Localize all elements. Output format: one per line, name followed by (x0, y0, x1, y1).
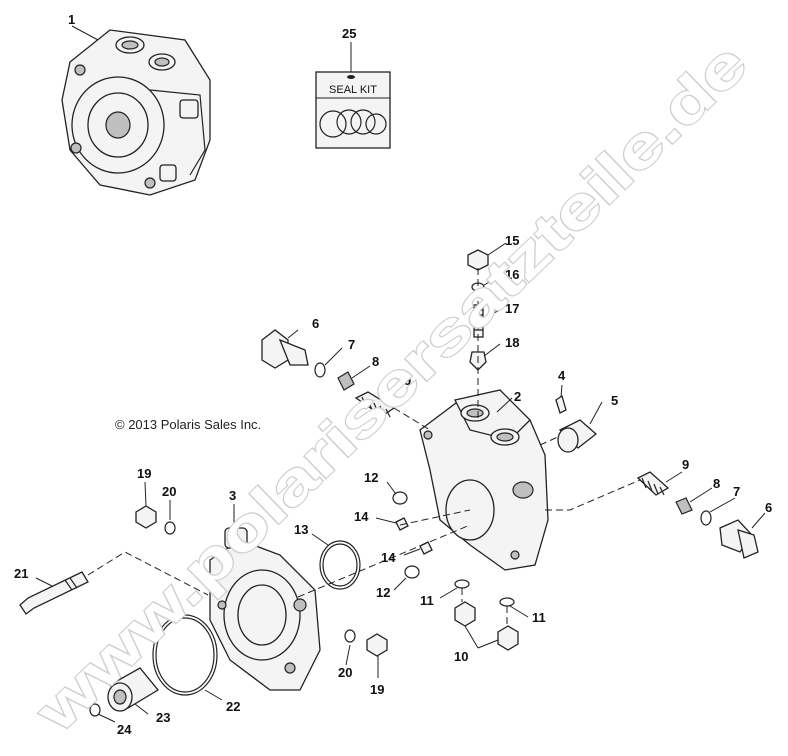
callout-23: 23 (156, 710, 170, 725)
callout-3: 3 (229, 488, 236, 503)
callout-9-left: 9 (404, 373, 411, 388)
pump-housing-illustration (419, 389, 549, 571)
copyright-notice: © 2013 Polaris Sales Inc. (115, 417, 261, 432)
callout-20-left: 20 (162, 484, 176, 499)
callout-1: 1 (68, 12, 75, 27)
plug-19-right (366, 633, 388, 657)
o-ring-7-right (700, 510, 712, 526)
callout-17: 17 (505, 301, 519, 316)
callout-19-right: 19 (370, 682, 384, 697)
bolt-21 (19, 571, 89, 615)
callout-22: 22 (226, 699, 240, 714)
callout-24: 24 (117, 722, 132, 737)
seal-kit: SEAL KIT (315, 42, 391, 149)
fitting-6-right (719, 519, 759, 559)
assembly-line-plugs-10 (461, 588, 508, 628)
callout-10: 10 (454, 649, 468, 664)
o-ring-12-upper (392, 491, 408, 505)
assembly-line-center (297, 524, 471, 598)
leader-line-left-valve (393, 407, 431, 431)
plugs-10 (454, 601, 519, 651)
callout-6-left: 6 (312, 316, 319, 331)
callout-21: 21 (14, 566, 28, 581)
plug-19-left (135, 505, 157, 529)
sleeve-23 (107, 667, 159, 712)
callout-8-right: 8 (713, 476, 720, 491)
seat-8-right (675, 497, 693, 515)
o-ring-11-right (499, 597, 515, 607)
assembly-line-dowels (399, 509, 471, 526)
callout-6-right: 6 (765, 500, 772, 515)
assembly-line-bolt (87, 551, 209, 596)
seat-8-left (337, 371, 355, 391)
pump-cover-illustration (209, 527, 321, 691)
callout-11-left: 11 (420, 593, 434, 608)
pin-4 (555, 394, 567, 414)
callout-9-right: 9 (682, 457, 689, 472)
o-ring-22 (152, 614, 218, 696)
callout-labels: 1 2 3 4 5 6 6 7 7 8 8 9 9 10 11 11 12 12… (14, 12, 772, 737)
ring-24 (89, 703, 101, 717)
seal-kit-label: SEAL KIT (329, 84, 377, 96)
callout-11-right: 11 (532, 610, 546, 625)
o-ring-20-left (164, 521, 176, 535)
o-ring-13-inner (322, 543, 358, 587)
callout-15: 15 (505, 233, 519, 248)
callout-7-right: 7 (733, 484, 740, 499)
callout-16: 16 (505, 267, 519, 282)
fitting-6-left (261, 329, 309, 369)
callout-4: 4 (558, 368, 566, 383)
o-ring-20-right (344, 629, 356, 643)
spring-9-right (636, 471, 670, 496)
leader-line-bearing (539, 435, 561, 446)
o-ring-11-left (454, 579, 470, 589)
callout-20-right: 20 (338, 665, 352, 680)
bearing-5 (557, 419, 598, 453)
dowel-14-upper (395, 517, 409, 531)
callout-18: 18 (505, 335, 519, 350)
callout-19-left: 19 (137, 466, 151, 481)
o-ring-12-lower (404, 565, 420, 579)
assembled-pump-illustration (61, 25, 211, 196)
callout-7-left: 7 (348, 337, 355, 352)
o-ring-22-inner (155, 617, 215, 693)
callout-8-left: 8 (372, 354, 379, 369)
leader-line-right-valve (545, 479, 641, 511)
o-ring-7-left (314, 362, 326, 378)
callout-13: 13 (294, 522, 308, 537)
callout-12-lower: 12 (376, 585, 390, 600)
callout-14-lower: 14 (381, 550, 396, 565)
o-ring-13 (319, 540, 361, 590)
callout-25: 25 (342, 26, 356, 41)
callout-12-upper: 12 (364, 470, 378, 485)
plug-15 (467, 249, 489, 271)
callout-5: 5 (611, 393, 618, 408)
callout-14-upper: 14 (354, 509, 369, 524)
callout-2: 2 (514, 389, 521, 404)
leader-lines (35, 242, 766, 723)
